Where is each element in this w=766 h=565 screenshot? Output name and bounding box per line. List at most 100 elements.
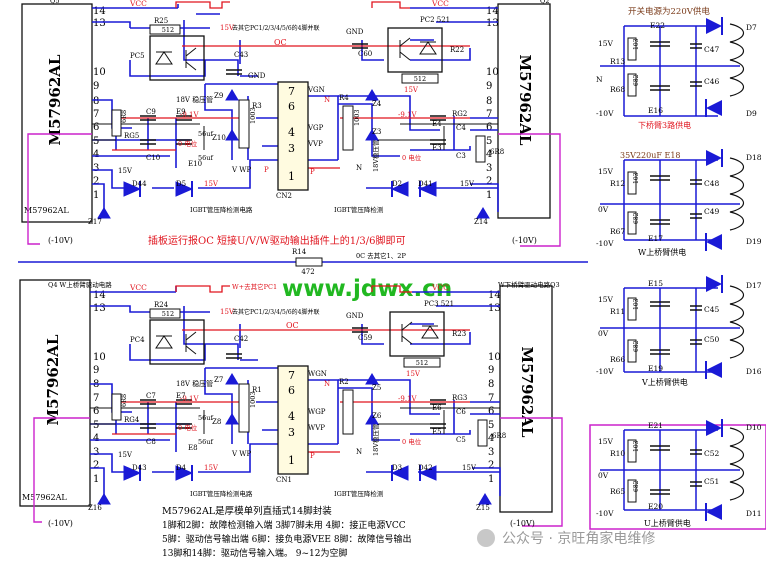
r66-value: 682 xyxy=(633,340,640,352)
diode-icon xyxy=(706,504,722,520)
pin-label: 2 xyxy=(93,176,99,187)
vgp-label: VGP xyxy=(307,124,324,132)
r25-value: 512 xyxy=(162,26,174,34)
n-label: N xyxy=(324,96,330,104)
w-plus-label: W+去其它PC1 xyxy=(232,282,277,291)
zener-label: 18V 稳压管 xyxy=(176,95,213,104)
c42-label: C42 xyxy=(234,335,248,343)
c45-label: C45 xyxy=(704,305,720,314)
c50-label: C50 xyxy=(704,335,720,344)
conn-pin: 4 xyxy=(288,126,295,139)
wvp-label: WVP xyxy=(308,424,325,432)
d44-label: D44 xyxy=(132,180,147,188)
c48-label: C48 xyxy=(704,179,720,188)
left-ic-sub-top: M57962AL xyxy=(24,206,69,215)
z9-label: Z9 xyxy=(214,92,223,100)
r14-resistor xyxy=(295,257,323,267)
zero-label-b: 0 电位 xyxy=(402,153,422,162)
c51-label: C51 xyxy=(704,477,719,486)
pin-label: 7 xyxy=(93,109,99,120)
pc5-label: PC5 xyxy=(130,52,145,60)
r65-value: 682 xyxy=(633,480,640,492)
left-ic-body-bottom xyxy=(19,279,91,507)
supply-sub: 下桥臂3路供电 xyxy=(638,120,691,130)
wgp-label: WGP xyxy=(308,408,326,416)
right-ic-label-bottom: M57962AL xyxy=(518,347,536,438)
pin-label: 10 xyxy=(93,352,106,363)
pin-label: 2 xyxy=(93,460,99,471)
oc-note: 去其它PC1/2/3/4/5/6的4脚并联 xyxy=(232,308,319,316)
r12-resistor xyxy=(627,171,637,195)
transformer-winding-icon xyxy=(729,157,745,231)
v18-label: 18V稳压管 xyxy=(371,139,380,172)
z6-label: Z6 xyxy=(372,412,382,420)
rg4-label: RG4 xyxy=(124,416,140,424)
r2-label: R2 xyxy=(339,378,349,386)
d43-label: D43 xyxy=(132,464,147,472)
d7-label: D7 xyxy=(746,23,757,32)
opto-led-icon xyxy=(155,51,173,65)
opto-led-icon xyxy=(419,41,437,55)
v15-c: 15V xyxy=(118,167,133,175)
bottom-capacitors xyxy=(140,327,446,429)
m10-label: -10V xyxy=(596,239,614,248)
z3-label: Z3 xyxy=(372,128,381,136)
v15-label-b: 15V xyxy=(404,86,419,94)
rg5-label: RG5 xyxy=(124,132,139,140)
right-ic-pins-bottom: 14 13 10 9 8 7 6 5 4 3 2 1 xyxy=(488,290,501,485)
v18-label: 18V稳压管 xyxy=(371,423,380,456)
c9-label: C9 xyxy=(146,108,156,116)
gnd-label: GND xyxy=(346,312,364,320)
diode-icon xyxy=(706,150,722,166)
n-label: N xyxy=(324,380,330,388)
oc-note: 去其它PC1/2/3/4/5/6的4脚并联 xyxy=(232,24,319,32)
pin-label: 13 xyxy=(93,18,106,29)
d3-label: D3 xyxy=(392,464,402,472)
note-line: 5脚：驱动信号输出端 6脚：接负电源VEE 8脚：故障信号输出 xyxy=(162,533,412,545)
transformer-winding-icon xyxy=(729,23,745,97)
r14-label: R14 xyxy=(292,248,307,256)
diode-icon xyxy=(706,234,722,250)
gnd-label: GND xyxy=(248,72,266,80)
r66-label: R66 xyxy=(610,355,625,364)
zero-label: 0 电位 xyxy=(178,423,198,432)
wechat-watermark: 公众号 · 京旺角家电维修 xyxy=(477,529,655,547)
r13-resistor xyxy=(627,37,637,61)
r3-value: 1003 xyxy=(249,107,257,124)
r4-label: R4 xyxy=(339,94,349,102)
e15-label: E15 xyxy=(648,279,663,288)
oc-repair-note: 插板运行报OC 短接U/V/W驱动输出插件上的1/3/6脚即可 xyxy=(148,234,406,247)
pin-label: 5 xyxy=(486,136,492,147)
pin-label: 3 xyxy=(93,163,99,174)
z14-label: Z14 xyxy=(474,218,488,226)
r11-resistor xyxy=(627,297,637,321)
igbt-left-label: IGBT管压降检测电路 xyxy=(190,205,253,214)
c5-label: C5 xyxy=(456,436,466,444)
r1-value: 1003 xyxy=(249,391,257,408)
d5-label: D5 xyxy=(176,180,186,188)
c7-label: C7 xyxy=(146,392,156,400)
r10-value: 103 xyxy=(633,440,640,452)
supply-title: 开关电源为220V供电 xyxy=(628,6,710,17)
v15-label-b: 15V xyxy=(406,370,421,378)
neg10-right: (-10V) xyxy=(512,236,537,245)
pin-label: 4 xyxy=(486,149,492,160)
vwp-label: V WP xyxy=(231,450,251,458)
e22-label: E22 xyxy=(650,21,665,30)
r23-label: R23 xyxy=(452,330,466,338)
wgn-label: WGN xyxy=(308,370,327,378)
power-supply-column: 开关电源为220V供电 E22 C47 15V R13 103 N R68 68… xyxy=(589,6,766,530)
r13-value: 103 xyxy=(633,38,640,50)
pin-label: 14 xyxy=(488,290,501,301)
pin-label: 1 xyxy=(488,474,494,485)
pin-label: 10 xyxy=(488,352,501,363)
right-ic-label-top: M57962AL xyxy=(516,55,534,146)
connector-cn2 xyxy=(277,81,309,191)
r68-resistor xyxy=(627,73,637,97)
conn-pin: 4 xyxy=(288,410,295,423)
c52-label: C52 xyxy=(704,449,720,458)
conn-pin: 6 xyxy=(288,100,295,113)
m10-label: -10V xyxy=(596,109,614,118)
e16-label: E16 xyxy=(648,106,663,115)
r24-label: R24 xyxy=(154,301,169,309)
